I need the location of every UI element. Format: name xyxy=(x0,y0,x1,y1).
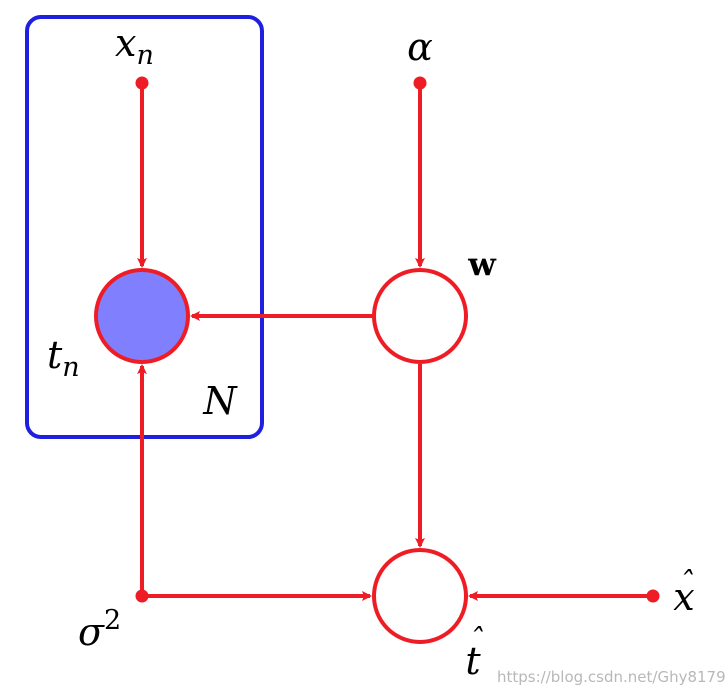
label-that: t ˆ xyxy=(465,623,483,683)
svg-text:t: t xyxy=(465,639,481,683)
svg-text:x: x xyxy=(673,575,694,619)
node-that-latent xyxy=(372,548,468,644)
node-sigma2-dot xyxy=(135,589,149,603)
node-w-latent xyxy=(372,268,468,364)
plate-N xyxy=(25,15,264,439)
label-sigma2: σ2 xyxy=(78,605,121,654)
label-xhat: x ˆ xyxy=(673,566,694,619)
label-alpha: α xyxy=(407,25,433,69)
svg-text:ˆ: ˆ xyxy=(679,566,694,601)
label-tn: tn xyxy=(47,333,80,383)
plate-label: N xyxy=(202,379,238,423)
node-alpha-dot xyxy=(413,76,427,90)
svg-text:ˆ: ˆ xyxy=(469,623,484,658)
watermark-text: https://blog.csdn.net/Ghy817920 xyxy=(497,668,726,686)
node-xhat-dot xyxy=(646,589,660,603)
node-xn-dot xyxy=(135,76,149,90)
edges xyxy=(137,83,653,601)
label-xn: xn xyxy=(115,21,154,71)
label-w: w xyxy=(467,245,497,283)
node-tn-observed xyxy=(94,268,190,364)
